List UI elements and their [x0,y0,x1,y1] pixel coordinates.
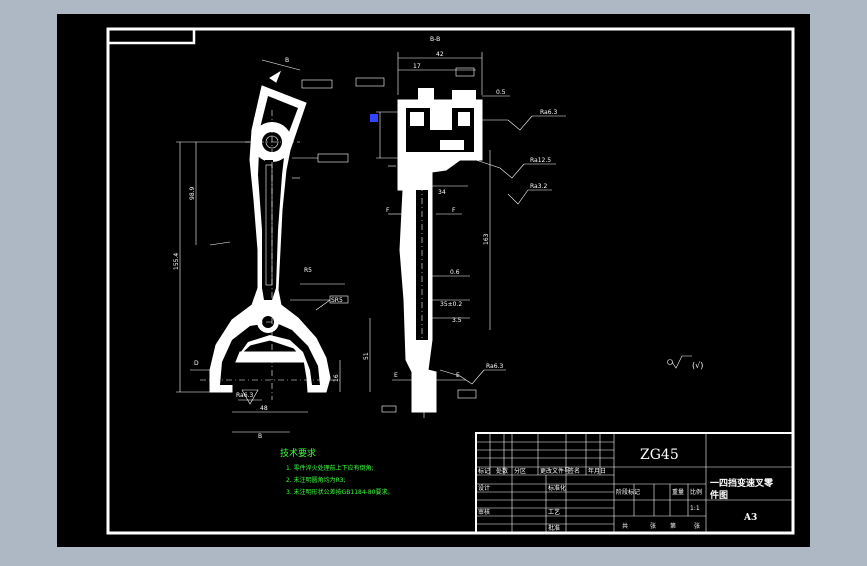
svg-text:98.9: 98.9 [189,186,196,200]
dim-34: 34 [438,189,446,196]
section-b-marker-top: B [285,57,289,64]
technical-requirements: 技术要求 1. 零件淬火处理前上下应有倒角; 2. 未注明圆角均为R3; 3. … [280,447,393,496]
tb-label-std: 标准化 [548,484,566,492]
tech-item-3: 3. 未注明形状公差按GB1184-80要求。 [286,488,393,496]
section-e-marker-right: E [456,372,460,379]
roughness-r3: Ra3.2 [530,183,547,190]
corner-code-box [106,27,196,45]
tb-scale-value: 1:1 [690,505,700,512]
drawing-frame [106,27,795,535]
roughness-r2: Ra12.5 [530,157,551,164]
tb-label-stage: 阶段标记 [616,488,640,496]
paper-size: A3 [743,513,757,523]
section-f-marker-right: F [452,207,456,214]
dim-16: 16 [333,374,340,382]
tb-label-approve: 批准 [548,524,560,532]
tb-label-total: 共 [622,522,628,530]
roughness-r4: Ra6.3 [236,392,253,399]
tech-heading: 技术要求 [280,447,316,459]
tb-label-weight: 重量 [672,488,684,496]
front-view-fork: 155.4 98.9 51 16 48 Ra6.3 B B D SR5 R5 [173,57,371,440]
part-name-line2: 件图 [710,489,728,501]
general-roughness-text: (√) [692,361,703,370]
title-block: 标记 处数 分区 更改文件号 签名 年月日 设计 标准化 阶段标记 重量 比例 … [475,432,794,534]
section-b-marker-bottom: B [258,433,262,440]
svg-text:SR5: SR5 [331,297,343,304]
tb-label-sheet2: 张 [694,522,700,530]
fork-slot [265,160,273,290]
section-f-marker-left: F [386,207,390,214]
tech-item-1: 1. 零件淬火处理前上下应有倒角; [286,464,374,472]
tech-item-2: 2. 未注明圆角均为R3; [286,476,346,484]
part-name-line1: 一四挡变速叉零 [710,477,774,489]
section-e-marker-left: E [394,372,398,379]
section-d-marker: D [194,360,199,367]
tb-label-process: 工艺 [548,508,560,516]
tb-label-change: 更改文件号 [540,467,570,475]
tb-label-no: 第 [670,522,676,530]
tb-label-review: 审核 [478,508,490,516]
tb-label-design: 设计 [478,484,490,492]
tb-label-mark: 标记 [478,467,490,475]
tb-label-sign: 签名 [568,467,580,475]
accent-marker [370,114,378,122]
tb-label-zone: 分区 [514,467,526,475]
section-view-bb: B-B 42 17 0.5 34 163 [355,36,566,420]
dim-48: 48 [260,405,268,412]
dim-155: 155.4 [173,253,180,270]
dim-06: 0.6 [450,269,460,276]
section-title: B-B [430,36,440,43]
svg-text:R5: R5 [304,267,312,274]
tb-label-scale: 比例 [690,488,702,496]
dim-51: 51 [363,352,370,360]
material: ZG45 [640,447,679,463]
tb-label-date: 年月日 [588,467,606,475]
dim-3p5: 3.5 [452,317,462,324]
roughness-r1: Ra6.3 [540,109,557,116]
dim-17: 17 [413,63,421,70]
roughness-r5: Ra6.3 [486,363,503,370]
tb-label-count: 处数 [496,467,508,475]
svg-text:35±0.2: 35±0.2 [440,301,462,308]
general-roughness: (√) [667,355,703,370]
tb-label-sheet1: 张 [650,522,656,530]
dim-42: 42 [436,51,444,58]
dim-05: 0.5 [496,89,506,96]
svg-text:163: 163 [483,233,490,245]
